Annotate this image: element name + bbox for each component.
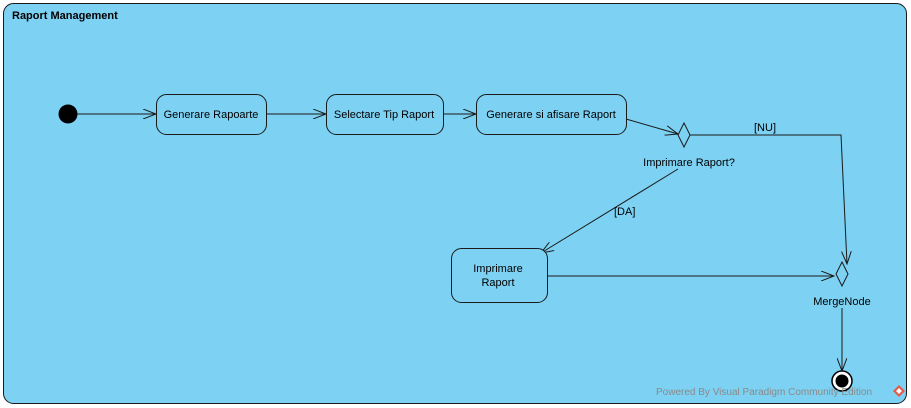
decision-node[interactable] [677,121,691,149]
action-label-line1: Imprimare [473,263,523,275]
frame-title: Raport Management [12,10,118,22]
edge-decision-nu [690,134,847,264]
watermark-text: Powered By Visual Paradigm Community Edi… [656,387,872,398]
final-node[interactable] [831,370,853,392]
action-label: Generare si afisare Raport [486,109,616,121]
activity-frame [3,3,907,404]
action-generare-si-afisare-raport[interactable]: Generare si afisare Raport [476,94,627,135]
visual-paradigm-logo-icon [893,385,905,397]
action-imprimare-raport[interactable]: Imprimare Raport [451,248,548,303]
action-label: Selectare Tip Raport [334,109,434,121]
action-label-line2: Raport [481,277,514,289]
merge-node[interactable] [835,260,849,288]
edge-decision-da [541,168,679,253]
merge-label: MergeNode [813,296,870,308]
action-generare-rapoarte[interactable]: Generare Rapoarte [156,94,267,135]
guard-nu: [NU] [754,122,776,134]
action-label: Generare Rapoarte [164,109,259,121]
guard-da: [DA] [614,206,635,218]
action-selectare-tip-raport[interactable]: Selectare Tip Raport [326,94,444,135]
initial-node[interactable] [58,104,78,124]
decision-label: Imprimare Raport? [643,157,735,169]
edge-afisare-to-decision [625,118,678,134]
